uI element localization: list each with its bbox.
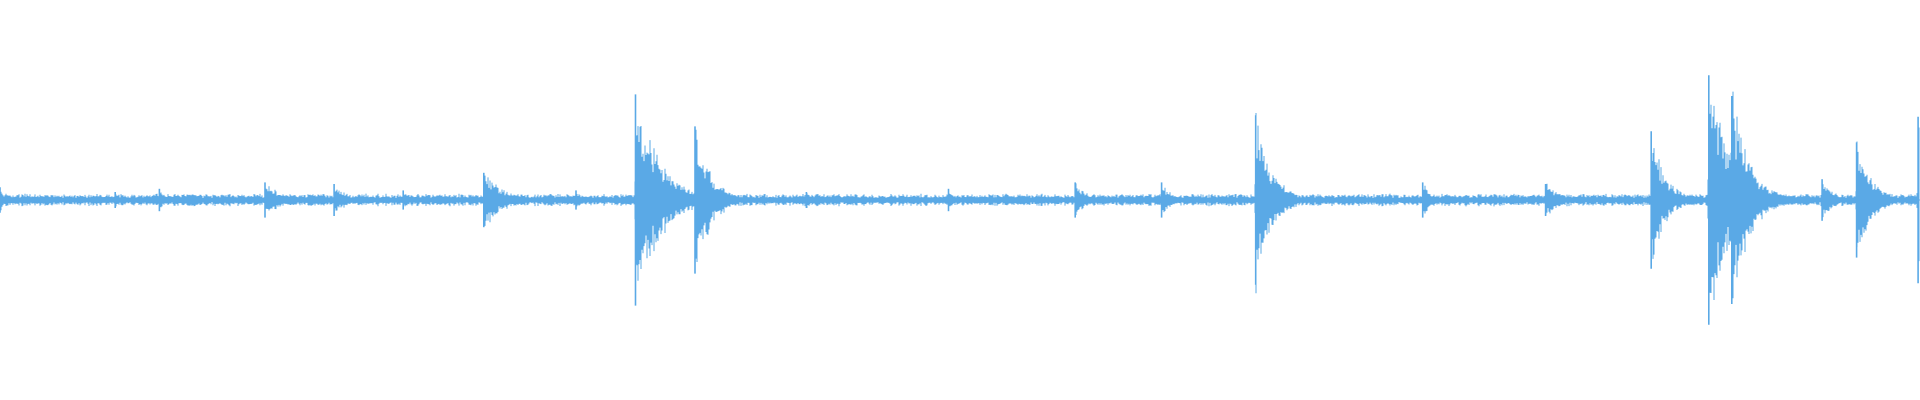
waveform-peaks	[0, 75, 1920, 325]
waveform-series	[0, 91, 1920, 303]
